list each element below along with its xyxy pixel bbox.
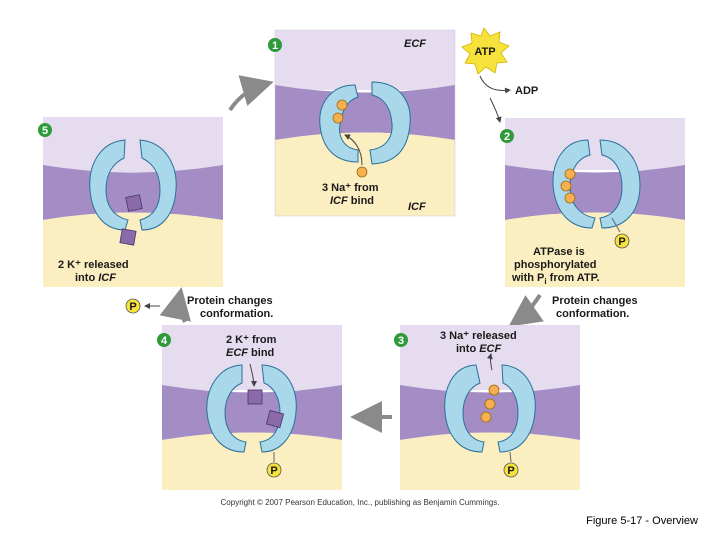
panel-step-1: 1 ECF ICF 3 Na⁺ from ICF bind bbox=[268, 29, 456, 217]
panel-step-4: P 4 2 K⁺ from ECF bind bbox=[157, 325, 342, 490]
pump-protein-left bbox=[319, 84, 359, 163]
pump-protein-right bbox=[599, 139, 641, 229]
transition-label-line-1: Protein changes bbox=[187, 295, 273, 307]
step-5-label-line-1: 2 K⁺ released bbox=[58, 259, 129, 271]
potassium-ion bbox=[119, 228, 137, 246]
panel-step-5: 5 2 K⁺ released into ICF bbox=[38, 117, 223, 287]
panel-step-2: P 2 ATPase is phosphorylated with Pi fro… bbox=[500, 118, 685, 287]
pump-protein-left bbox=[206, 364, 247, 453]
pump-protein-right bbox=[259, 364, 297, 453]
sodium-ion bbox=[564, 168, 576, 180]
figure-caption: Figure 5-17 - Overview bbox=[586, 515, 698, 527]
sodium-ion bbox=[356, 166, 368, 178]
transition-label-line-1: Protein changes bbox=[552, 295, 638, 307]
phosphate-icon bbox=[125, 298, 141, 314]
step-number: 5 bbox=[42, 125, 48, 137]
phosphate-label: P bbox=[129, 301, 136, 313]
step-number: 4 bbox=[161, 335, 168, 347]
step-number: 1 bbox=[272, 40, 278, 52]
step-1-label-line-2: ICF bind bbox=[330, 195, 374, 207]
icf-label: ICF bbox=[408, 201, 426, 213]
step-badge bbox=[394, 333, 408, 347]
potassium-ion bbox=[265, 409, 285, 429]
atp-burst: ATP bbox=[461, 27, 510, 75]
step-5-label-line-2: into ICF bbox=[75, 272, 116, 284]
step-number: 3 bbox=[398, 335, 404, 347]
phosphate-icon bbox=[614, 233, 630, 249]
phosphate-label: P bbox=[270, 465, 277, 477]
step-badge bbox=[38, 123, 52, 137]
step-2-label-line-1: ATPase is bbox=[533, 246, 585, 258]
pump-protein-right bbox=[139, 139, 177, 231]
copyright-notice: Copyright © 2007 Pearson Education, Inc.… bbox=[220, 498, 500, 507]
step-badge bbox=[500, 129, 514, 143]
step-number: 2 bbox=[504, 131, 510, 143]
sodium-ion bbox=[488, 384, 500, 396]
sodium-ion bbox=[484, 398, 496, 410]
step-2-label-line-2: phosphorylated bbox=[514, 259, 597, 271]
transition-label-line-2: conformation. bbox=[556, 308, 629, 320]
step-4-label-line-2: ECF bind bbox=[226, 347, 274, 359]
pump-protein-left bbox=[444, 364, 485, 453]
transition-label-line-2: conformation. bbox=[200, 308, 273, 320]
atp-label: ATP bbox=[474, 46, 495, 58]
pump-protein-right bbox=[497, 364, 536, 453]
sodium-ion bbox=[480, 411, 492, 423]
step-badge bbox=[157, 333, 171, 347]
potassium-ion bbox=[125, 194, 143, 212]
step-4-label-line-1: 2 K⁺ from bbox=[226, 334, 277, 346]
step-3-label-line-1: 3 Na⁺ released bbox=[440, 330, 517, 342]
ecf-label: ECF bbox=[404, 38, 426, 50]
adp-label: ADP bbox=[515, 85, 538, 97]
phosphate-icon bbox=[266, 462, 282, 478]
sodium-ion bbox=[332, 112, 344, 124]
step-3-label-line-2: into ECF bbox=[456, 343, 501, 355]
phosphate-label: P bbox=[618, 236, 625, 248]
step-badge bbox=[268, 38, 282, 52]
panel-step-3: P 3 3 Na⁺ released into ECF bbox=[394, 325, 580, 490]
step-1-label-line-1: 3 Na⁺ from bbox=[322, 182, 379, 194]
step-2-label-line-3: with Pi from ATP. bbox=[511, 272, 600, 286]
phosphate-label: P bbox=[507, 465, 514, 477]
sodium-ion bbox=[560, 180, 572, 192]
sodium-ion bbox=[336, 99, 348, 111]
potassium-ion bbox=[247, 389, 263, 405]
pump-protein-right bbox=[369, 81, 411, 165]
sodium-ion bbox=[564, 192, 576, 204]
phosphate-icon bbox=[503, 462, 519, 478]
